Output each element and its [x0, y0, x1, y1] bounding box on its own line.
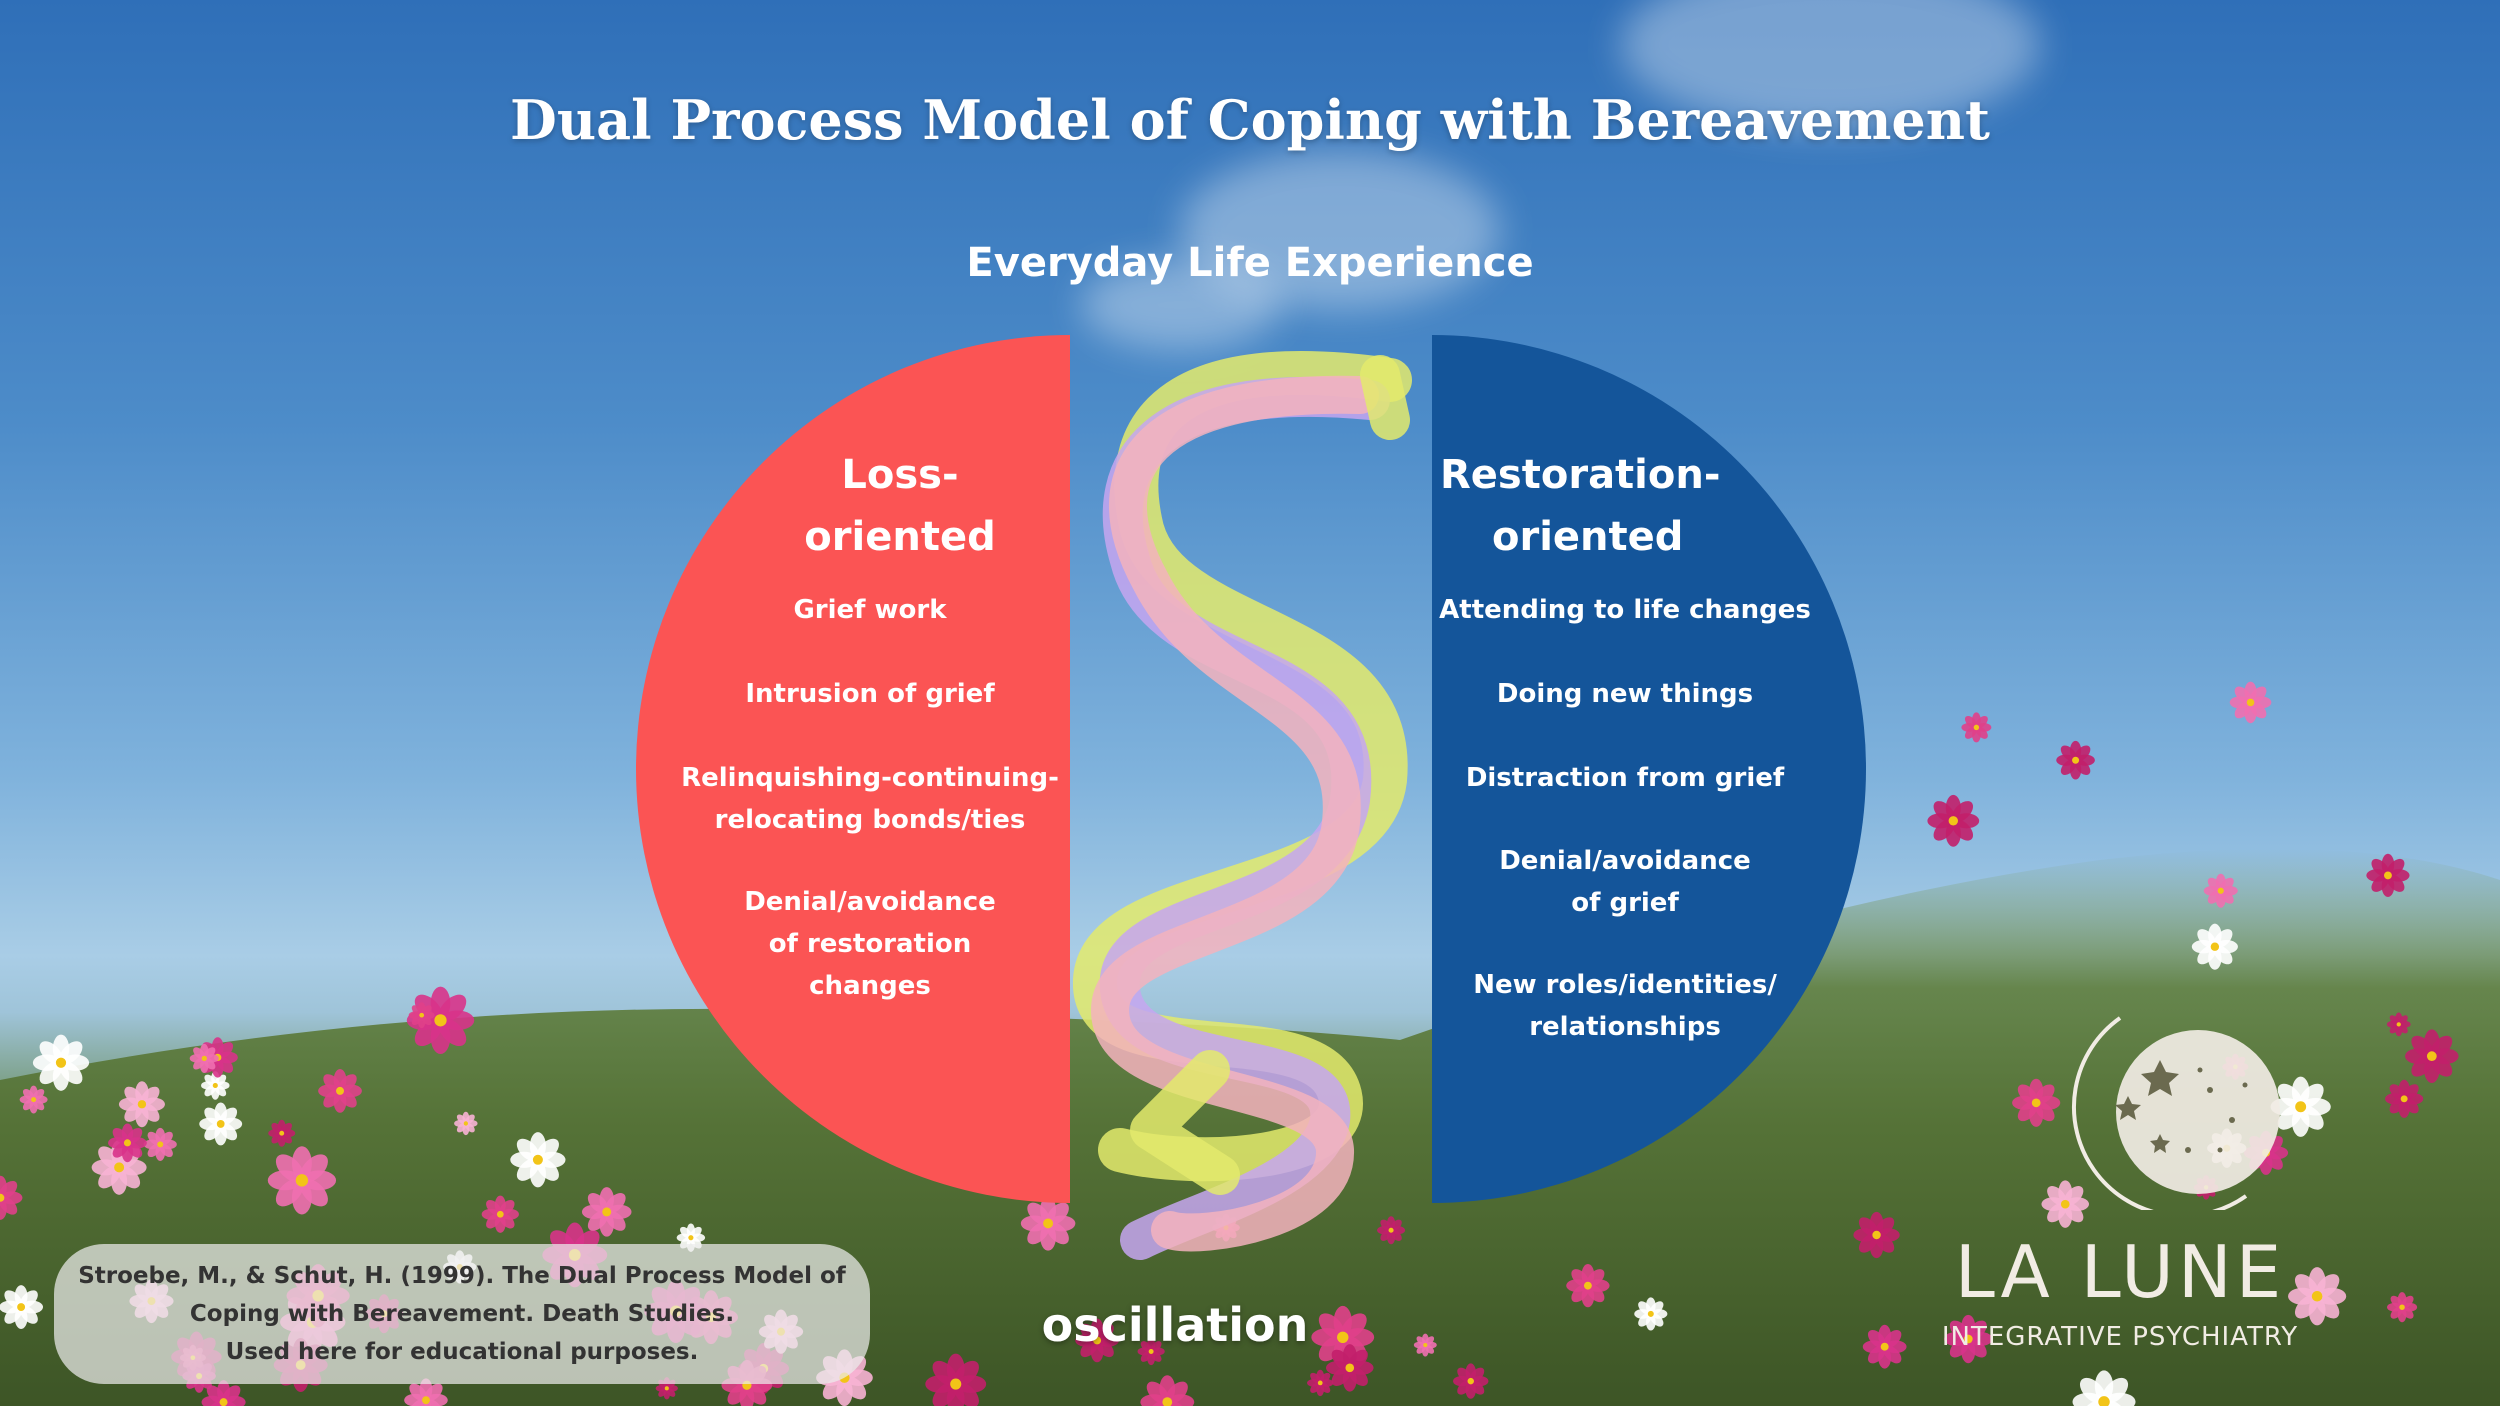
restoration-heading-line: oriented	[1440, 514, 1683, 560]
citation-box: Stroebe, M., & Schut, H. (1999). The Dua…	[54, 1244, 870, 1384]
oscillation-arrows	[1095, 373, 1390, 1240]
loss-item-denial-restoration: Denial/avoidance of restoration changes	[640, 881, 1100, 1007]
restoration-item-line: of grief	[1571, 888, 1679, 918]
restoration-item-denial-grief: Denial/avoidance of grief	[1400, 840, 1850, 924]
loss-item-intrusion-of-grief: Intrusion of grief	[640, 673, 1100, 715]
loss-item-line: changes	[809, 971, 931, 1001]
loss-item-bonds: Relinquishing-continuing- relocating bon…	[640, 757, 1100, 841]
loss-item-line: Relinquishing-continuing-	[681, 763, 1059, 793]
loss-item-line: Denial/avoidance	[744, 887, 996, 917]
loss-heading-line: Loss-	[841, 452, 958, 498]
restoration-item-life-changes: Attending to life changes	[1400, 589, 1850, 631]
restoration-item-new-things: Doing new things	[1400, 673, 1850, 715]
restoration-heading-line: Restoration-	[1440, 452, 1720, 498]
loss-item-line: of restoration	[769, 929, 972, 959]
restoration-oriented-heading: Restoration- oriented	[1440, 444, 1760, 568]
restoration-item-line: relationships	[1529, 1012, 1721, 1042]
brand-name: LA LUNE	[1900, 1230, 2340, 1314]
citation-line: Coping with Bereavement. Death Studies.	[190, 1295, 734, 1333]
restoration-item-line: New roles/identities/	[1473, 970, 1777, 1000]
citation-line: Used here for educational purposes.	[226, 1333, 699, 1371]
loss-oriented-heading: Loss- oriented	[760, 444, 1040, 568]
brand-tagline: INTEGRATIVE PSYCHIATRY	[1900, 1322, 2340, 1352]
restoration-item-line: Denial/avoidance	[1499, 846, 1751, 876]
loss-item-grief-work: Grief work	[640, 589, 1100, 631]
moon-logo-icon	[2010, 1000, 2320, 1210]
loss-item-line: relocating bonds/ties	[715, 805, 1026, 835]
oscillation-label: oscillation	[1000, 1298, 1350, 1352]
citation-line: Stroebe, M., & Schut, H. (1999). The Dua…	[78, 1257, 846, 1295]
restoration-item-new-roles: New roles/identities/ relationships	[1400, 964, 1850, 1048]
loss-heading-line: oriented	[804, 514, 995, 560]
restoration-item-distraction: Distraction from grief	[1400, 757, 1850, 799]
